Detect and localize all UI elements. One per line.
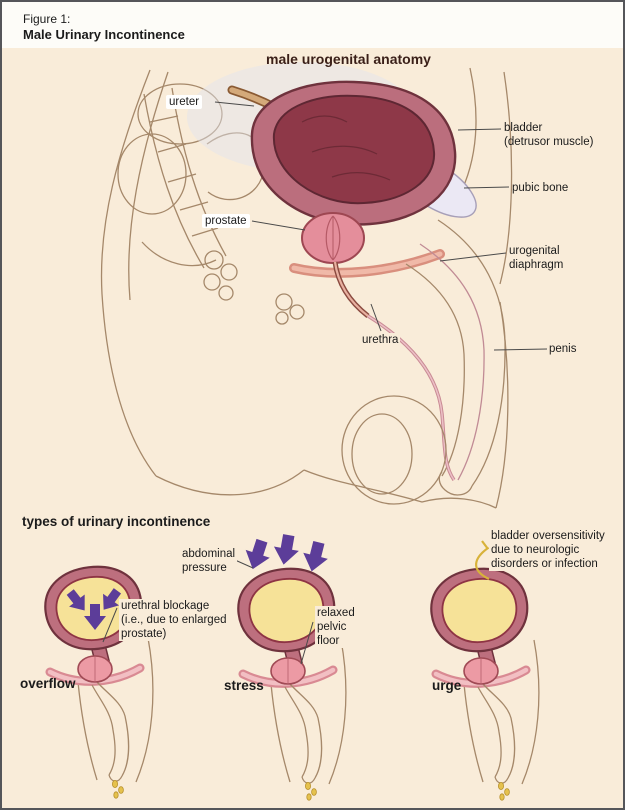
figure-number: Figure 1: <box>23 12 71 26</box>
mini-urge <box>427 540 539 800</box>
label-urethral-blockage: urethral blockage (i.e., due to enlarged… <box>119 599 229 642</box>
label-abdominal-pressure-line1: abdominal <box>182 548 236 560</box>
scrotum-shape <box>341 395 447 505</box>
label-abdominal-pressure-line2: pressure <box>182 562 227 575</box>
anatomy-illustration <box>100 62 513 509</box>
label-urethral-blockage-line2: (i.e., due to enlarged <box>121 614 227 627</box>
label-bladder-oversensitivity-line2: due to neurologic <box>491 544 580 557</box>
mini-stress <box>234 532 346 800</box>
label-bladder-oversensitivity-line3: disorders or infection <box>491 558 598 571</box>
label-relaxed-pelvic-floor-line1: relaxed <box>317 607 355 619</box>
anatomy-title: male urogenital anatomy <box>266 51 431 67</box>
urogenital-diaphragm-shape <box>289 249 445 278</box>
label-urethral-blockage-line3: prostate) <box>121 628 167 641</box>
label-bladder-oversensitivity: bladder oversensitivity due to neurologi… <box>489 529 607 572</box>
label-urogenital-line1: urogenital <box>509 245 560 257</box>
urethra-shape <box>332 261 370 318</box>
label-urethra: urethra <box>360 333 401 348</box>
label-relaxed-pelvic-floor-line2: pelvic <box>317 621 347 634</box>
label-ureter: ureter <box>166 95 203 110</box>
label-bladder-line1: bladder <box>504 122 543 134</box>
prostate-shape <box>301 212 365 264</box>
label-bladder: bladder (detrusor muscle) <box>504 121 593 149</box>
label-bladder-oversensitivity-line1: bladder oversensitivity <box>491 530 605 542</box>
leader-lines <box>102 101 548 665</box>
label-urge: urge <box>432 678 462 693</box>
penis-shape <box>367 219 506 496</box>
header-band <box>2 2 623 48</box>
label-urogenital-line2: diaphragm <box>509 259 564 272</box>
bladder-shape <box>250 80 457 226</box>
label-relaxed-pelvic-floor-line3: floor <box>317 635 340 648</box>
label-overflow: overflow <box>20 676 76 691</box>
label-bladder-line2: (detrusor muscle) <box>504 136 594 149</box>
label-urethral-blockage-line1: urethral blockage <box>121 600 210 612</box>
sacrum-shape <box>143 87 227 269</box>
label-relaxed-pelvic-floor: relaxed pelvic floor <box>315 606 357 649</box>
figure-title: Male Urinary Incontinence <box>23 27 185 42</box>
types-heading: types of urinary incontinence <box>22 514 211 529</box>
label-abdominal-pressure: abdominal pressure <box>180 547 238 576</box>
label-penis: penis <box>549 343 577 355</box>
label-prostate: prostate <box>202 214 250 229</box>
label-stress: stress <box>224 678 264 693</box>
label-pubic-bone: pubic bone <box>512 182 569 194</box>
label-urogenital-diaphragm: urogenital diaphragm <box>509 244 563 272</box>
